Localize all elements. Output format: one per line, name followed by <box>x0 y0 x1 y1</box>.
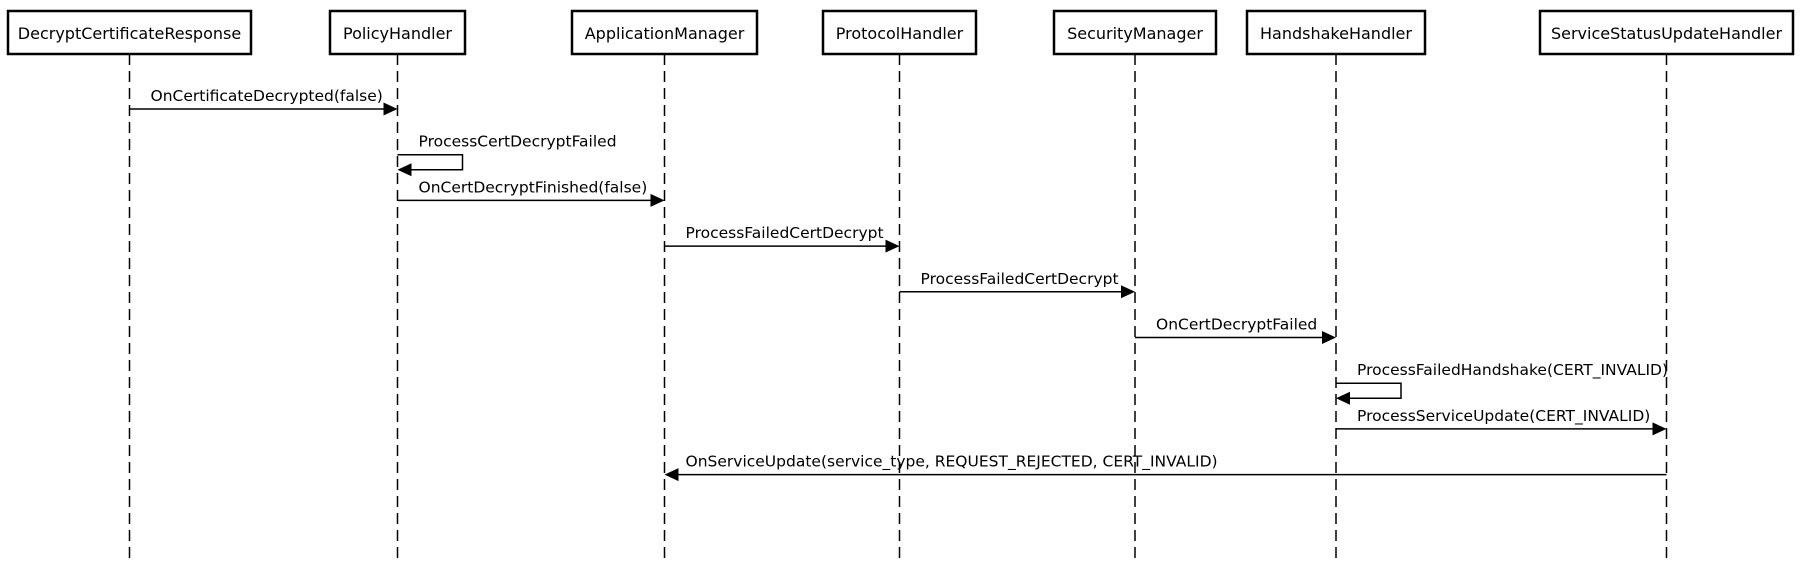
message-label: ProcessFailedHandshake(CERT_INVALID) <box>1357 361 1668 380</box>
arrowhead <box>383 102 398 116</box>
arrowhead <box>1652 422 1667 436</box>
participant-label-ssuh: ServiceStatusUpdateHandler <box>1551 24 1782 43</box>
message-6: OnCertDecryptFailed <box>1135 316 1336 344</box>
message-9: OnServiceUpdate(service_type, REQUEST_RE… <box>664 453 1667 482</box>
participant-box-dcr <box>6 9 253 56</box>
message-4: ProcessFailedCertDecrypt <box>664 224 900 253</box>
self-message-line <box>397 153 464 171</box>
message-label: ProcessServiceUpdate(CERT_INVALID) <box>1357 407 1650 426</box>
arrowhead <box>664 468 679 482</box>
participant-label-hh: HandshakeHandler <box>1260 24 1412 43</box>
participant-box-ssuh <box>1538 9 1795 56</box>
message-2: ProcessCertDecryptFailed <box>397 133 617 177</box>
message-label: ProcessCertDecryptFailed <box>419 133 617 151</box>
message-7: ProcessFailedHandshake(CERT_INVALID) <box>1336 361 1668 405</box>
participant-box-ph <box>328 9 467 56</box>
arrowhead <box>1121 285 1135 299</box>
arrowhead <box>650 193 665 207</box>
message-label: OnCertDecryptFailed <box>1156 316 1317 334</box>
participant-box-hh <box>1245 9 1427 56</box>
self-message-line <box>1336 382 1402 399</box>
arrowhead <box>397 163 412 177</box>
message-label: OnCertificateDecrypted(false) <box>151 87 383 105</box>
participant-label-dcr: DecryptCertificateResponse <box>18 24 241 43</box>
message-label: ProcessFailedCertDecrypt <box>921 270 1119 288</box>
participant-label-am: ApplicationManager <box>585 24 745 43</box>
message-label: ProcessFailedCertDecrypt <box>686 224 884 242</box>
message-label: OnServiceUpdate(service_type, REQUEST_RE… <box>686 453 1218 472</box>
message-label: OnCertDecryptFinished(false) <box>419 178 648 196</box>
participant-box-sm <box>1052 9 1218 56</box>
arrowhead <box>885 239 900 253</box>
participant-label-prh: ProtocolHandler <box>836 24 964 43</box>
participant-box-am <box>570 9 759 56</box>
participant-box-prh <box>821 9 978 56</box>
participant-label-ph: PolicyHandler <box>343 24 452 43</box>
message-5: ProcessFailedCertDecrypt <box>899 270 1135 299</box>
arrowhead <box>1322 331 1336 344</box>
message-3: OnCertDecryptFinished(false) <box>397 178 665 207</box>
participant-label-sm: SecurityManager <box>1067 24 1203 43</box>
arrowhead <box>1336 391 1350 405</box>
message-8: ProcessServiceUpdate(CERT_INVALID) <box>1336 407 1667 436</box>
message-1: OnCertificateDecrypted(false) <box>129 87 398 116</box>
